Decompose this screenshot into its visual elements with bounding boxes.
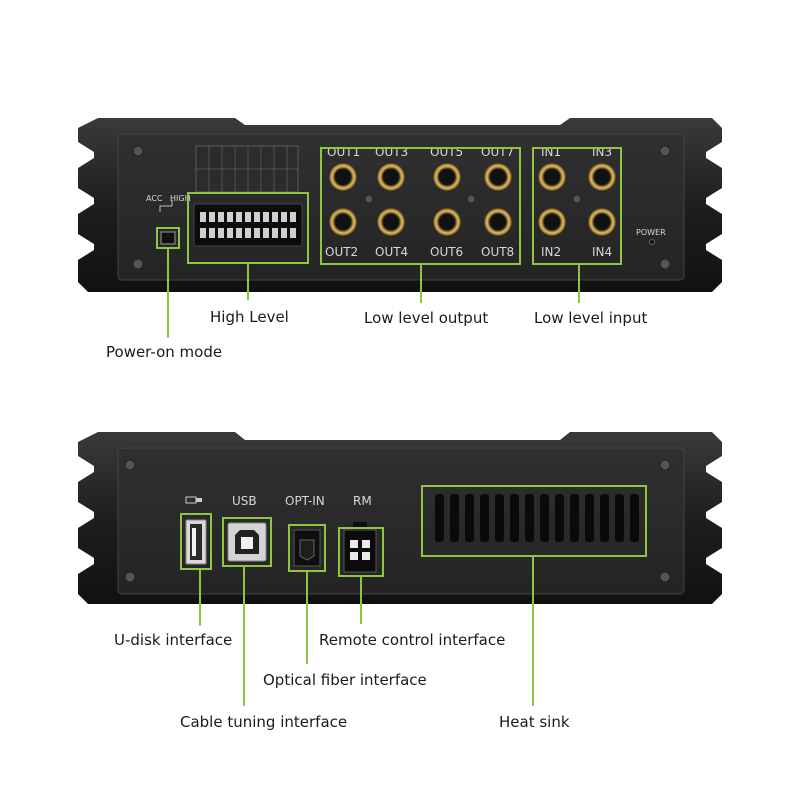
u-disk-interface-label: U-disk interface (114, 631, 233, 649)
rca-output-jacks (329, 163, 512, 236)
in2-label: IN2 (541, 245, 561, 259)
power-label: POWER (636, 228, 666, 237)
optical-port (293, 529, 321, 567)
opt-in-label: OPT-IN (285, 494, 325, 508)
top-callout-lines (167, 248, 580, 338)
rm-label: RM (353, 494, 372, 508)
rca-jack-icon (377, 163, 405, 191)
screw-icon (132, 258, 144, 270)
low-level-input-label: Low level input (534, 309, 648, 327)
remote-port (343, 522, 377, 573)
screw-icon (466, 194, 476, 204)
out8-label: OUT8 (481, 245, 514, 259)
heat-sink-vents (435, 494, 639, 542)
screw-icon (659, 459, 671, 471)
usb-drive-icon (185, 496, 202, 504)
rca-jack-icon (377, 208, 405, 236)
bottom-device: USB OPT-IN RM (78, 432, 722, 706)
low-level-output-label: Low level output (364, 309, 489, 327)
top-device: ACC HIGH (78, 118, 722, 338)
rca-input-jacks (538, 163, 616, 236)
remote-control-interface-label: Remote control interface (319, 631, 506, 649)
cable-tuning-interface-label: Cable tuning interface (180, 713, 348, 731)
screw-icon (132, 145, 144, 157)
usb-label: USB (232, 494, 257, 508)
screw-icon (364, 194, 374, 204)
optical-fiber-interface-label: Optical fiber interface (263, 671, 427, 689)
rca-jack-icon (538, 208, 566, 236)
power-on-mode-label: Power-on mode (106, 343, 223, 361)
rca-jack-icon (588, 208, 616, 236)
out2-label: OUT2 (325, 245, 358, 259)
rca-jack-icon (588, 163, 616, 191)
rca-jack-icon (538, 163, 566, 191)
heat-sink-label: Heat sink (499, 713, 570, 731)
bottom-callout-lines (199, 556, 534, 706)
screw-icon (124, 571, 136, 583)
out4-label: OUT4 (375, 245, 408, 259)
rca-jack-icon (433, 163, 461, 191)
power-mode-switch (160, 231, 176, 245)
rca-jack-icon (329, 208, 357, 236)
switch-marker (159, 200, 173, 212)
screw-icon (124, 459, 136, 471)
out6-label: OUT6 (430, 245, 463, 259)
usb-b-port (227, 522, 267, 562)
acc-label: ACC (146, 194, 163, 203)
power-led-icon (649, 239, 655, 245)
rca-jack-icon (484, 163, 512, 191)
screw-icon (659, 571, 671, 583)
high-label: HIGH (170, 194, 191, 203)
screw-icon (572, 194, 582, 204)
rca-jack-icon (329, 163, 357, 191)
cable-tuning-box (222, 517, 272, 567)
high-level-connector (193, 145, 303, 247)
in4-label: IN4 (592, 245, 612, 259)
usb-a-port (185, 519, 207, 565)
low-level-input-box (532, 147, 622, 265)
u-disk-box (180, 513, 212, 570)
screw-icon (659, 145, 671, 157)
rca-jack-icon (433, 208, 461, 236)
high-level-label: High Level (210, 308, 289, 326)
screw-icon (659, 258, 671, 270)
rca-jack-icon (484, 208, 512, 236)
